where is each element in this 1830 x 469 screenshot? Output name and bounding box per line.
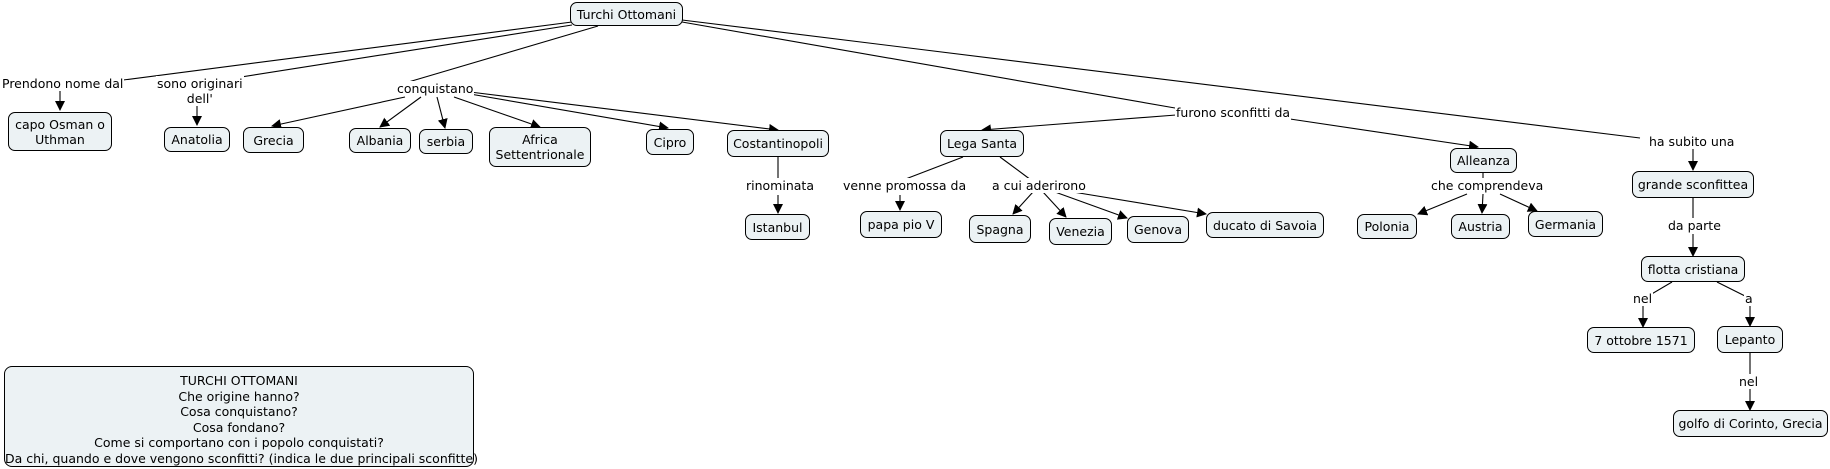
concept-germania[interactable]: Germania [1528,211,1603,237]
concept-savoia[interactable]: ducato di Savoia [1206,212,1324,238]
note-question: Che origine hanno? [178,388,300,404]
concept-genova[interactable]: Genova [1127,216,1189,243]
concept-golfo[interactable]: golfo di Corinto, Grecia [1673,410,1828,437]
concept-root[interactable]: Turchi Ottomani [570,2,683,26]
concept-istanbul[interactable]: Istanbul [745,214,810,240]
line-flotta-a [1716,281,1746,297]
note-question: Da chi, quando e dove vengono sconfitti?… [5,450,478,466]
link-comprendeva[interactable]: che comprendeva [1430,178,1545,193]
line-ader-savoia [1072,191,1207,218]
line-root-sconfitti [681,21,1176,109]
concept-grecia[interactable]: Grecia [243,127,304,153]
link-aderirono[interactable]: a cui aderirono [991,178,1087,193]
concept-lepanto[interactable]: Lepanto [1717,326,1783,353]
note-question: Cosa fondano? [192,419,286,435]
concept-anatolia[interactable]: Anatolia [164,127,230,152]
link-nel-golfo[interactable]: nel [1738,374,1760,389]
concept-lega-santa[interactable]: Lega Santa [940,130,1024,157]
line-root-originari [202,24,573,84]
line-conq-costantinopoli [469,91,779,134]
concept-spagna[interactable]: Spagna [969,215,1031,243]
line-conq-albania [379,96,422,128]
link-rinominata[interactable]: rinominata [745,178,815,193]
link-promossa[interactable]: venne promossa da [842,178,968,193]
concept-alleanza[interactable]: Alleanza [1450,148,1517,173]
line-lega-promossa [902,156,964,181]
line-ader-venezia [1042,191,1067,218]
line-compr-austria [1477,193,1488,214]
link-subito[interactable]: ha subito una [1648,134,1736,149]
line-conq-africa [453,96,541,129]
concept-costantinopoli[interactable]: Costantinopoli [727,130,829,157]
link-daparte[interactable]: da parte [1667,218,1722,233]
concept-albania[interactable]: Albania [349,128,411,153]
concept-africa[interactable]: Africa Settentrionale [489,127,591,167]
concept-osman[interactable]: capo Osman o Uthman [8,112,112,151]
line-root-prendono [99,21,573,84]
line-conq-grecia [271,96,406,129]
concept-polonia[interactable]: Polonia [1357,214,1417,239]
note-title: TURCHI OTTOMANI [180,373,298,388]
line-sconfitti-alleanza [1289,118,1479,151]
line-compr-germania [1499,193,1538,212]
link-sconfitti[interactable]: furono sconfitti da [1175,105,1292,120]
line-root-subito [681,19,1641,139]
line-compr-polonia [1417,193,1468,216]
line-conq-cipro [469,93,669,132]
concept-flotta-cristiana[interactable]: flotta cristiana [1641,256,1745,282]
link-nel-data[interactable]: nel [1632,291,1654,306]
line-ader-genova [1054,191,1128,220]
line-root-conquistano [404,25,599,84]
link-a-lepanto[interactable]: a [1744,291,1754,306]
note-question: Cosa conquistano? [180,404,298,419]
link-prendono[interactable]: Prendono nome dal [1,76,125,91]
focus-questions-note[interactable]: TURCHI OTTOMANI Che origine hanno? Cosa … [4,366,478,467]
concept-grande-sconfitta[interactable]: grande sconfittea [1632,171,1754,198]
link-conquistano[interactable]: conquistano [396,81,475,96]
concept-venezia[interactable]: Venezia [1049,218,1112,245]
note-question: Come si comportano con i popolo conquist… [94,435,384,450]
line-sconfitti-lega [981,114,1177,135]
line-lega-aderirono [999,156,1032,181]
line-ader-spagna [1012,191,1034,215]
line-conq-serbia [436,96,448,129]
line-flotta-nel [1649,281,1673,296]
concept-data[interactable]: 7 ottobre 1571 [1587,327,1695,353]
concept-serbia[interactable]: serbia [419,129,473,154]
concept-cipro[interactable]: Cipro [646,129,694,155]
concept-austria[interactable]: Austria [1451,214,1510,239]
concept-papa[interactable]: papa pio V [860,211,942,238]
link-originari[interactable]: sono originari dell' [156,76,244,106]
